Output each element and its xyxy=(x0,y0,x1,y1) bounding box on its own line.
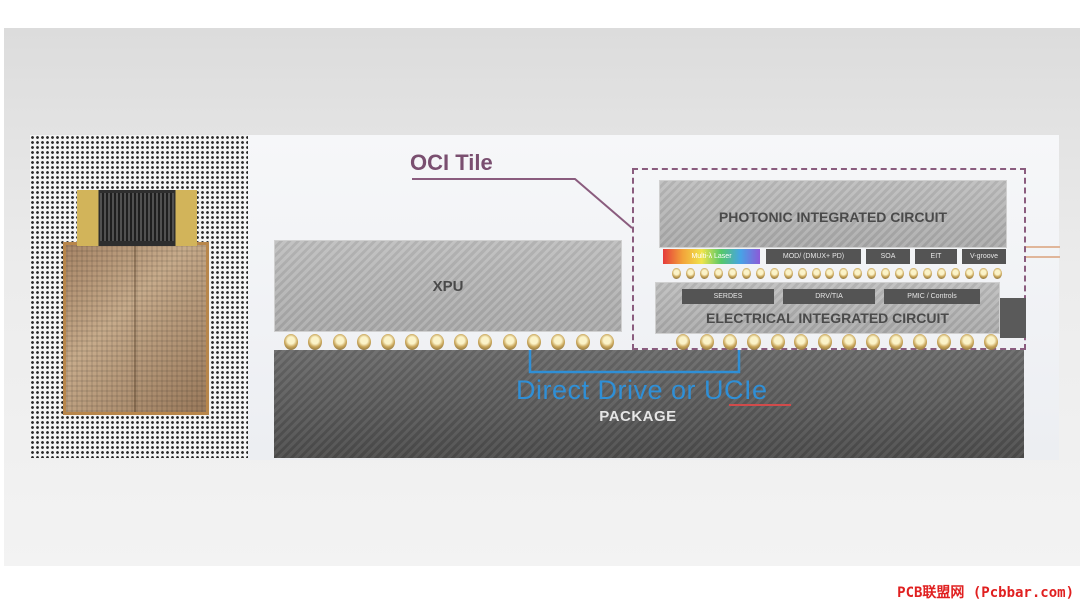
soa-chip: SOA xyxy=(866,249,910,264)
drv-tia-chip: DRV/TIA xyxy=(783,289,875,304)
oci-leader-line xyxy=(412,178,633,229)
photonic-ic-block: PHOTONIC INTEGRATED CIRCUIT xyxy=(659,180,1007,248)
xpu-label: XPU xyxy=(432,277,464,295)
package-substrate xyxy=(274,350,1024,458)
oci-tile-outline xyxy=(632,168,1026,350)
v-groove-chip: V-groove xyxy=(962,249,1006,264)
oci-tile-label: OCI Tile xyxy=(410,150,493,175)
chip-divider xyxy=(134,245,136,412)
eic-bumps xyxy=(676,334,998,350)
multi-laser-chip: Multi-λ Laser xyxy=(663,249,760,264)
eic-side-block xyxy=(1000,298,1026,338)
electrical-ic-label: ELECTRICAL INTEGRATED CIRCUIT xyxy=(706,310,949,326)
photonic-ic-label: PHOTONIC INTEGRATED CIRCUIT xyxy=(718,209,948,225)
ucie-underline xyxy=(729,404,791,406)
xpu-block: XPU xyxy=(274,240,622,332)
chip-substrate xyxy=(63,242,209,415)
fiber-lines xyxy=(1024,238,1060,268)
fiber-array-icon xyxy=(100,193,174,241)
pmic-controls-chip: PMIC / Controls xyxy=(884,289,980,304)
mod-dmux-pd-chip: MOD/ (DMUX+ PD) xyxy=(766,249,861,264)
direct-drive-bracket xyxy=(528,350,741,374)
xpu-bumps xyxy=(284,334,614,350)
direct-drive-label: Direct Drive or UCIe xyxy=(516,375,768,405)
pic-eic-bumps xyxy=(672,268,1002,279)
watermark: PCB联盟网 (Pcbbar.com) xyxy=(897,585,1074,601)
package-label: PACKAGE xyxy=(599,408,677,425)
chip-photo xyxy=(30,135,250,458)
eit-chip: EIT xyxy=(915,249,957,264)
serdes-chip: SERDES xyxy=(682,289,774,304)
